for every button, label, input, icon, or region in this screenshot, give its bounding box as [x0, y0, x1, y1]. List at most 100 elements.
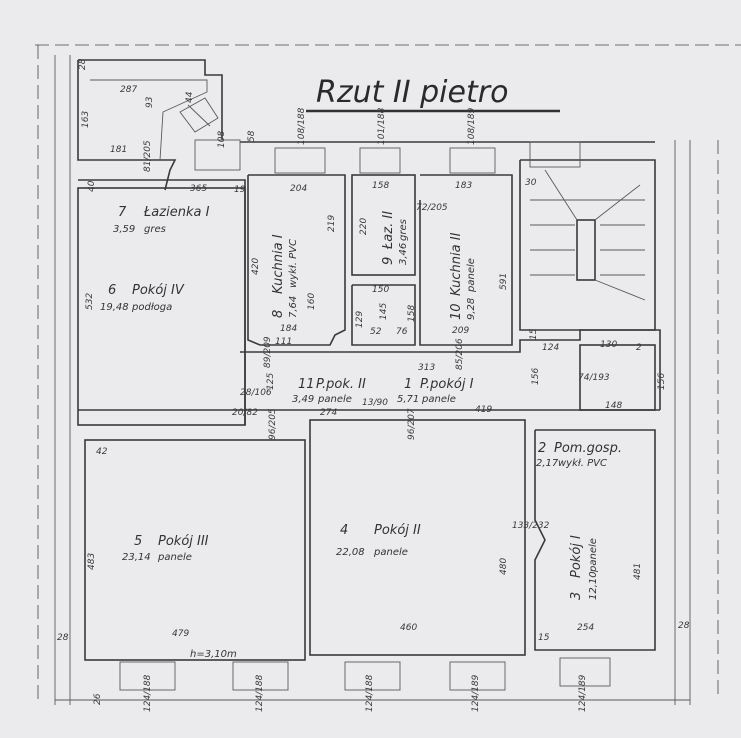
room-8-label-part: wykł. PVC	[288, 239, 299, 288]
room-2-label-part: Pom.gosp.	[554, 441, 622, 456]
dimension-label: 42	[96, 447, 108, 457]
room-1-label-part: P.pokój I	[420, 377, 474, 392]
walls-part	[419, 174, 513, 346]
walls-part	[351, 174, 416, 276]
dimension-label: 108/188	[297, 107, 307, 145]
dimension-label: 181	[110, 145, 127, 155]
dimension-label: 15	[529, 328, 539, 340]
room-4-label-part: panele	[373, 547, 408, 558]
dimension-label: 591	[499, 273, 509, 290]
dimension-label: 133/232	[512, 521, 550, 531]
plan-title: Rzut II pietro	[316, 75, 508, 110]
dimension-label: 124/189	[471, 674, 481, 712]
dimension-label: 287	[120, 85, 137, 95]
dimension-label: 148	[605, 401, 622, 411]
room-3-label-part: 3	[569, 592, 584, 600]
room-2-label-part: 2	[538, 441, 546, 456]
walls-part	[240, 329, 661, 410]
walls-part	[78, 179, 246, 425]
room-8-label-part: 8	[271, 310, 286, 318]
dimension-label: 160	[307, 293, 317, 310]
windows-part	[449, 661, 506, 691]
room-11-label-part: 3,49	[292, 394, 314, 405]
room-7-label-part: Łazienka I	[143, 205, 210, 220]
dimension-label: 44	[185, 91, 195, 103]
room-1-label-part: panele	[421, 394, 456, 405]
room-7-label-part: gres	[144, 224, 166, 235]
room-5-label-part: 23,14	[122, 552, 151, 563]
dimension-label: 129	[355, 311, 365, 328]
dimension-label: 483	[87, 553, 97, 570]
balcony-part	[179, 97, 219, 133]
dimension-label: 204	[290, 184, 307, 194]
dimension-label: 219	[327, 215, 337, 232]
staircase-part	[594, 184, 641, 221]
room-2-label-part: 2,17	[536, 458, 559, 469]
balcony	[77, 59, 223, 191]
windows-part	[559, 657, 611, 687]
dimension-label: 89/209	[263, 336, 273, 368]
room-8-label-part: 7,64	[288, 296, 299, 318]
dimension-label: 101/188	[377, 107, 387, 145]
dimension-label: 28	[678, 621, 690, 631]
staircase-part	[576, 219, 596, 281]
balcony-part	[78, 59, 223, 140]
room-11-label-part: P.pok. II	[316, 377, 366, 392]
dimension-label: 158	[407, 305, 417, 322]
staircase-part	[594, 279, 646, 301]
room-4-label-part: 4	[340, 523, 348, 538]
room-3-label-part: 12,10	[588, 571, 599, 600]
walls-part	[534, 429, 656, 651]
outer-lines	[35, 44, 741, 705]
room-11-label-part: panele	[317, 394, 352, 405]
dimension-label: 74/193	[578, 373, 610, 383]
dimension-label: 30	[525, 178, 537, 188]
ceiling-height-note: h=3,10m	[190, 649, 237, 660]
walls	[77, 141, 661, 661]
dimension-label: 220	[359, 218, 369, 235]
windows-part	[344, 661, 401, 691]
dimension-label: 111	[275, 337, 292, 347]
dimension-label: 124/189	[578, 674, 588, 712]
room-6-label-part: 6	[108, 283, 116, 298]
windows-part	[232, 661, 289, 691]
room-9-label-part: gres	[398, 219, 409, 241]
dimension-label: 163	[81, 111, 91, 128]
dimension-labels: 28 287 93 44 163 181 81/205 108 58 365 4…	[57, 58, 690, 712]
room-8-label-part: Kuchnia I	[271, 234, 286, 294]
dimension-label: 313	[418, 363, 435, 373]
dimension-label: 40	[87, 180, 97, 192]
room-5-label-part: panele	[157, 552, 192, 563]
room-10-label-part: 9,28	[466, 298, 477, 320]
room-8-label: 8 Kuchnia I7,64 wykł. PVC	[271, 234, 299, 318]
balcony-part	[77, 60, 177, 191]
walls-part	[247, 174, 346, 346]
dimension-label: 13/90	[362, 398, 388, 408]
room-2-label-part: wykł. PVC	[558, 458, 607, 469]
room-11-label-part: 11	[298, 377, 315, 392]
room-6-label-part: Pokój IV	[132, 283, 185, 298]
dimension-label: 481	[633, 563, 643, 580]
dimension-label: 209	[452, 326, 469, 336]
windows-part	[359, 147, 401, 174]
windows	[119, 139, 611, 691]
windows-part	[274, 147, 326, 174]
dimension-label: 52	[370, 327, 382, 337]
dimension-label: 124	[542, 343, 559, 353]
dimension-label: 124/188	[143, 674, 153, 712]
dimension-label: 365	[190, 184, 207, 194]
dimension-label: 156	[531, 368, 541, 385]
dimension-label: 150	[372, 285, 389, 295]
dimension-label: 28/106	[240, 388, 272, 398]
dimension-label: 460	[400, 623, 417, 633]
dimension-label: 96/205	[268, 408, 278, 440]
room-9-label-part: Łaz. II	[381, 211, 396, 250]
dimension-label: 108	[217, 131, 227, 148]
